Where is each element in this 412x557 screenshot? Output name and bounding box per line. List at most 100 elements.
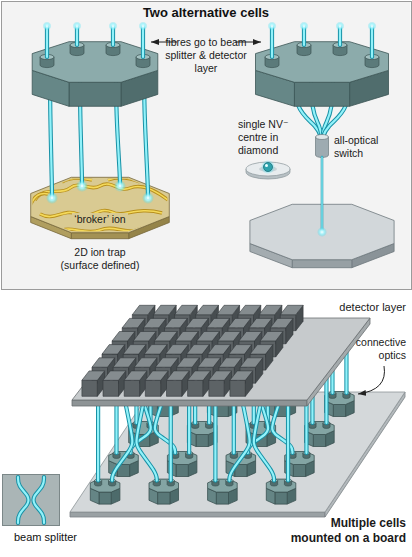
- cube-top: [197, 332, 220, 341]
- label-anchor: ‘broker’ ion: [66, 209, 134, 227]
- detector-cube: [124, 371, 147, 396]
- cell-block: [266, 479, 296, 504]
- cell-block-side: [313, 435, 325, 447]
- inset-box: beam splitter: [2, 474, 114, 550]
- fibre-cladding: [187, 403, 191, 453]
- cube-top: [270, 318, 293, 327]
- cube-top: [230, 371, 253, 380]
- optical-fibre: [189, 403, 190, 453]
- cell-block-top: [305, 422, 335, 435]
- electrode: [108, 178, 140, 182]
- detector-cube: [188, 371, 211, 396]
- cube-front: [103, 380, 119, 396]
- plate-top: [72, 318, 370, 400]
- part-label: detector layer: [339, 301, 406, 314]
- cube-top: [102, 345, 125, 355]
- fibre-cladding: [141, 27, 145, 57]
- cube-top: [113, 358, 136, 367]
- cube-top: [188, 371, 211, 380]
- light-glow: [368, 22, 377, 31]
- board-top: [70, 392, 405, 512]
- optical-fibre: [372, 27, 373, 57]
- detector-cube: [230, 371, 253, 396]
- label-anchor: connective optics: [340, 336, 406, 363]
- cube-top: [132, 305, 155, 314]
- fibre-cladding: [33, 477, 44, 523]
- electrode: [62, 178, 92, 182]
- cube-top: [209, 371, 232, 380]
- cube-top: [208, 345, 231, 355]
- optical-fibre: [306, 403, 307, 453]
- cube-front: [82, 380, 98, 396]
- electrode: [58, 228, 142, 232]
- light-glow: [139, 22, 148, 31]
- leader-arrow: [358, 366, 384, 394]
- fibre-cladding: [232, 403, 236, 453]
- cell-block-top: [90, 479, 120, 492]
- cube-top: [250, 345, 273, 355]
- cell-block-side: [69, 82, 121, 106]
- part-label: all-optical switch: [334, 134, 404, 160]
- fibre-cladding: [344, 352, 348, 393]
- fibre-cladding: [114, 403, 118, 453]
- fibre-core: [371, 27, 373, 57]
- optical-fibre: [346, 352, 347, 393]
- cube-top: [218, 332, 241, 341]
- fibre-core: [18, 477, 29, 523]
- optical-fibre: [170, 403, 171, 481]
- cell-block: [256, 42, 389, 107]
- fibre-cladding: [45, 27, 49, 57]
- cell-block-side: [294, 82, 349, 106]
- fibre-cladding: [304, 403, 308, 453]
- detector-cube: [145, 371, 168, 396]
- cube-top: [166, 345, 189, 355]
- fibre-cladding: [137, 403, 157, 481]
- caption-label: Multiple cells mounted on a board: [280, 516, 406, 546]
- cube-top: [186, 318, 209, 327]
- light-glow: [114, 180, 126, 192]
- cube-top: [229, 345, 252, 355]
- cell-block-side: [176, 465, 188, 477]
- label-anchor: all-optical switch: [334, 134, 404, 161]
- cube-front: [230, 380, 246, 396]
- electrode-edge: [30, 194, 48, 207]
- cell-block-side: [216, 492, 228, 504]
- cube-top: [207, 318, 230, 327]
- part-label: 2D ion trap (surface defined): [54, 246, 146, 272]
- optical-fibre: [272, 27, 273, 57]
- fibre-core: [254, 403, 274, 481]
- cube-top: [143, 318, 166, 327]
- cube-top: [145, 371, 168, 380]
- optical-switch-side: [316, 137, 329, 158]
- cell-block-side: [275, 492, 287, 504]
- note-label: fibres go to beam splitter & detector la…: [164, 36, 248, 75]
- fibre-cladding: [96, 403, 100, 481]
- detector-cube: [209, 371, 232, 396]
- fibre-core: [46, 27, 48, 57]
- light-glow: [142, 192, 154, 204]
- cell-block-side: [99, 492, 111, 504]
- inset-box: [3, 475, 60, 526]
- optical-fibre: [33, 477, 44, 523]
- fibre-core: [115, 403, 117, 453]
- light-glow: [73, 22, 82, 31]
- cube-top: [82, 371, 105, 380]
- fibre-core: [287, 403, 289, 481]
- cube-top: [122, 318, 145, 327]
- cube-top: [103, 371, 126, 380]
- fibre-core: [112, 403, 132, 481]
- optical-switch-top: [316, 135, 329, 140]
- cell-block-top: [32, 42, 158, 83]
- light-glow: [109, 22, 118, 31]
- plate-front: [72, 400, 307, 406]
- part-label: connective optics: [340, 336, 406, 362]
- cell-block: [325, 392, 355, 417]
- fibre-cladding: [286, 403, 290, 481]
- inset-label: beam splitter: [14, 531, 112, 544]
- fibre-cladding: [169, 403, 173, 481]
- cube-top: [240, 358, 263, 367]
- cube-top: [176, 332, 199, 341]
- optical-fibre: [229, 403, 249, 481]
- fibre-core: [229, 403, 249, 481]
- cube-top: [198, 358, 221, 367]
